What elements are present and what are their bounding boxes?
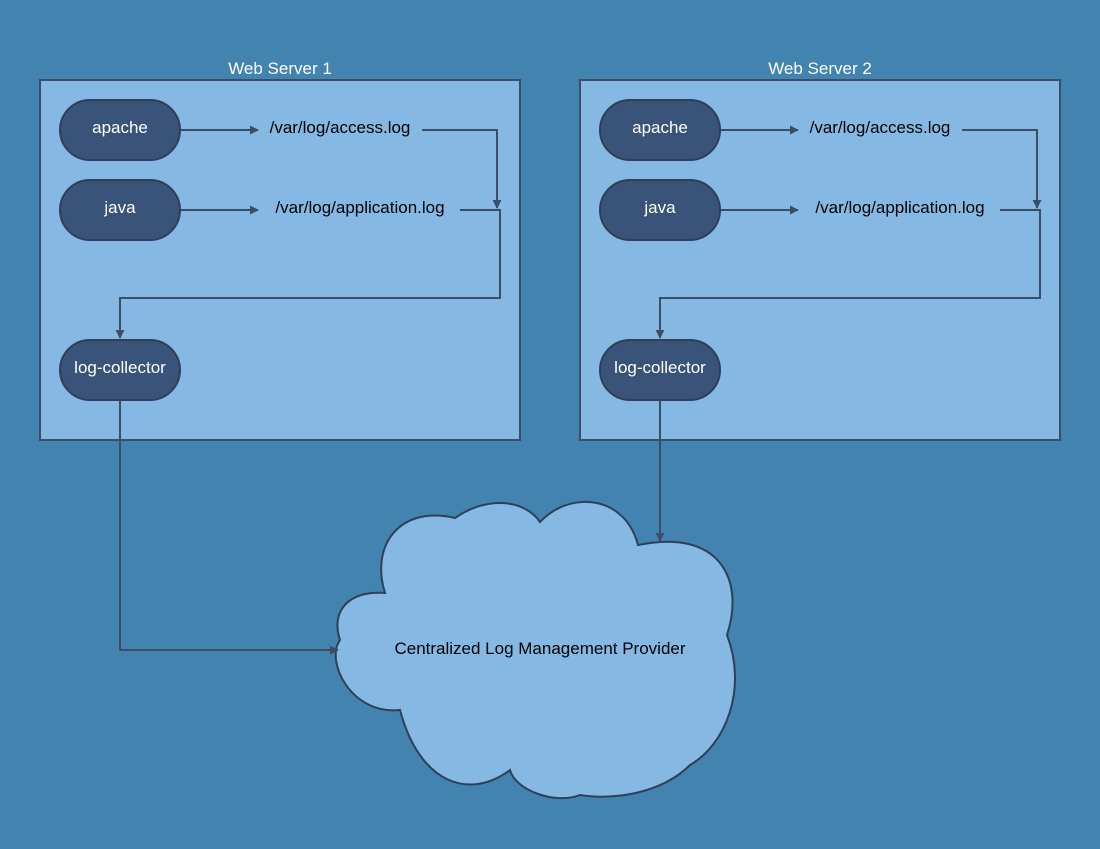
apache-node-2-label: apache xyxy=(632,118,688,137)
java-node-2: java xyxy=(599,179,721,241)
log-collector-node-2: log-collector xyxy=(599,339,721,401)
java-node-2-label: java xyxy=(643,198,676,217)
application-log-2-label: /var/log/application.log xyxy=(815,198,984,217)
log-collector-node-1-label: log-collector xyxy=(74,358,166,377)
web-server-1-group: Web Server 1 apache java log-collector /… xyxy=(39,59,521,441)
log-management-cloud: Centralized Log Management Provider xyxy=(334,500,736,800)
apache-node-2-shape xyxy=(599,99,721,161)
web-server-2-group: Web Server 2 apache java log-collector /… xyxy=(579,59,1061,441)
edge-logs-to-collector-2 xyxy=(655,209,1041,339)
apache-node-1-label: apache xyxy=(92,118,148,137)
apache-node-1-shape xyxy=(59,99,181,161)
apache-node-1: apache xyxy=(59,99,181,161)
application-log-1-label: /var/log/application.log xyxy=(275,198,444,217)
cloud-shape xyxy=(334,500,736,800)
web-server-2-title: Web Server 2 xyxy=(768,59,872,78)
java-node-1-label: java xyxy=(103,198,136,217)
java-node-1: java xyxy=(59,179,181,241)
edge-collector-1-to-cloud xyxy=(119,400,339,655)
access-log-1-label: /var/log/access.log xyxy=(270,118,411,137)
web-server-1-title: Web Server 1 xyxy=(228,59,332,78)
edge-logs-to-collector-1 xyxy=(115,209,501,339)
edge-access-log-merge-1 xyxy=(422,129,502,209)
edge-access-log-merge-2 xyxy=(962,129,1042,209)
log-collector-node-1: log-collector xyxy=(59,339,181,401)
apache-node-2: apache xyxy=(599,99,721,161)
java-node-2-shape xyxy=(599,179,721,241)
cloud-label: Centralized Log Management Provider xyxy=(394,639,685,658)
log-collector-node-2-label: log-collector xyxy=(614,358,706,377)
access-log-2-label: /var/log/access.log xyxy=(810,118,951,137)
java-node-1-shape xyxy=(59,179,181,241)
